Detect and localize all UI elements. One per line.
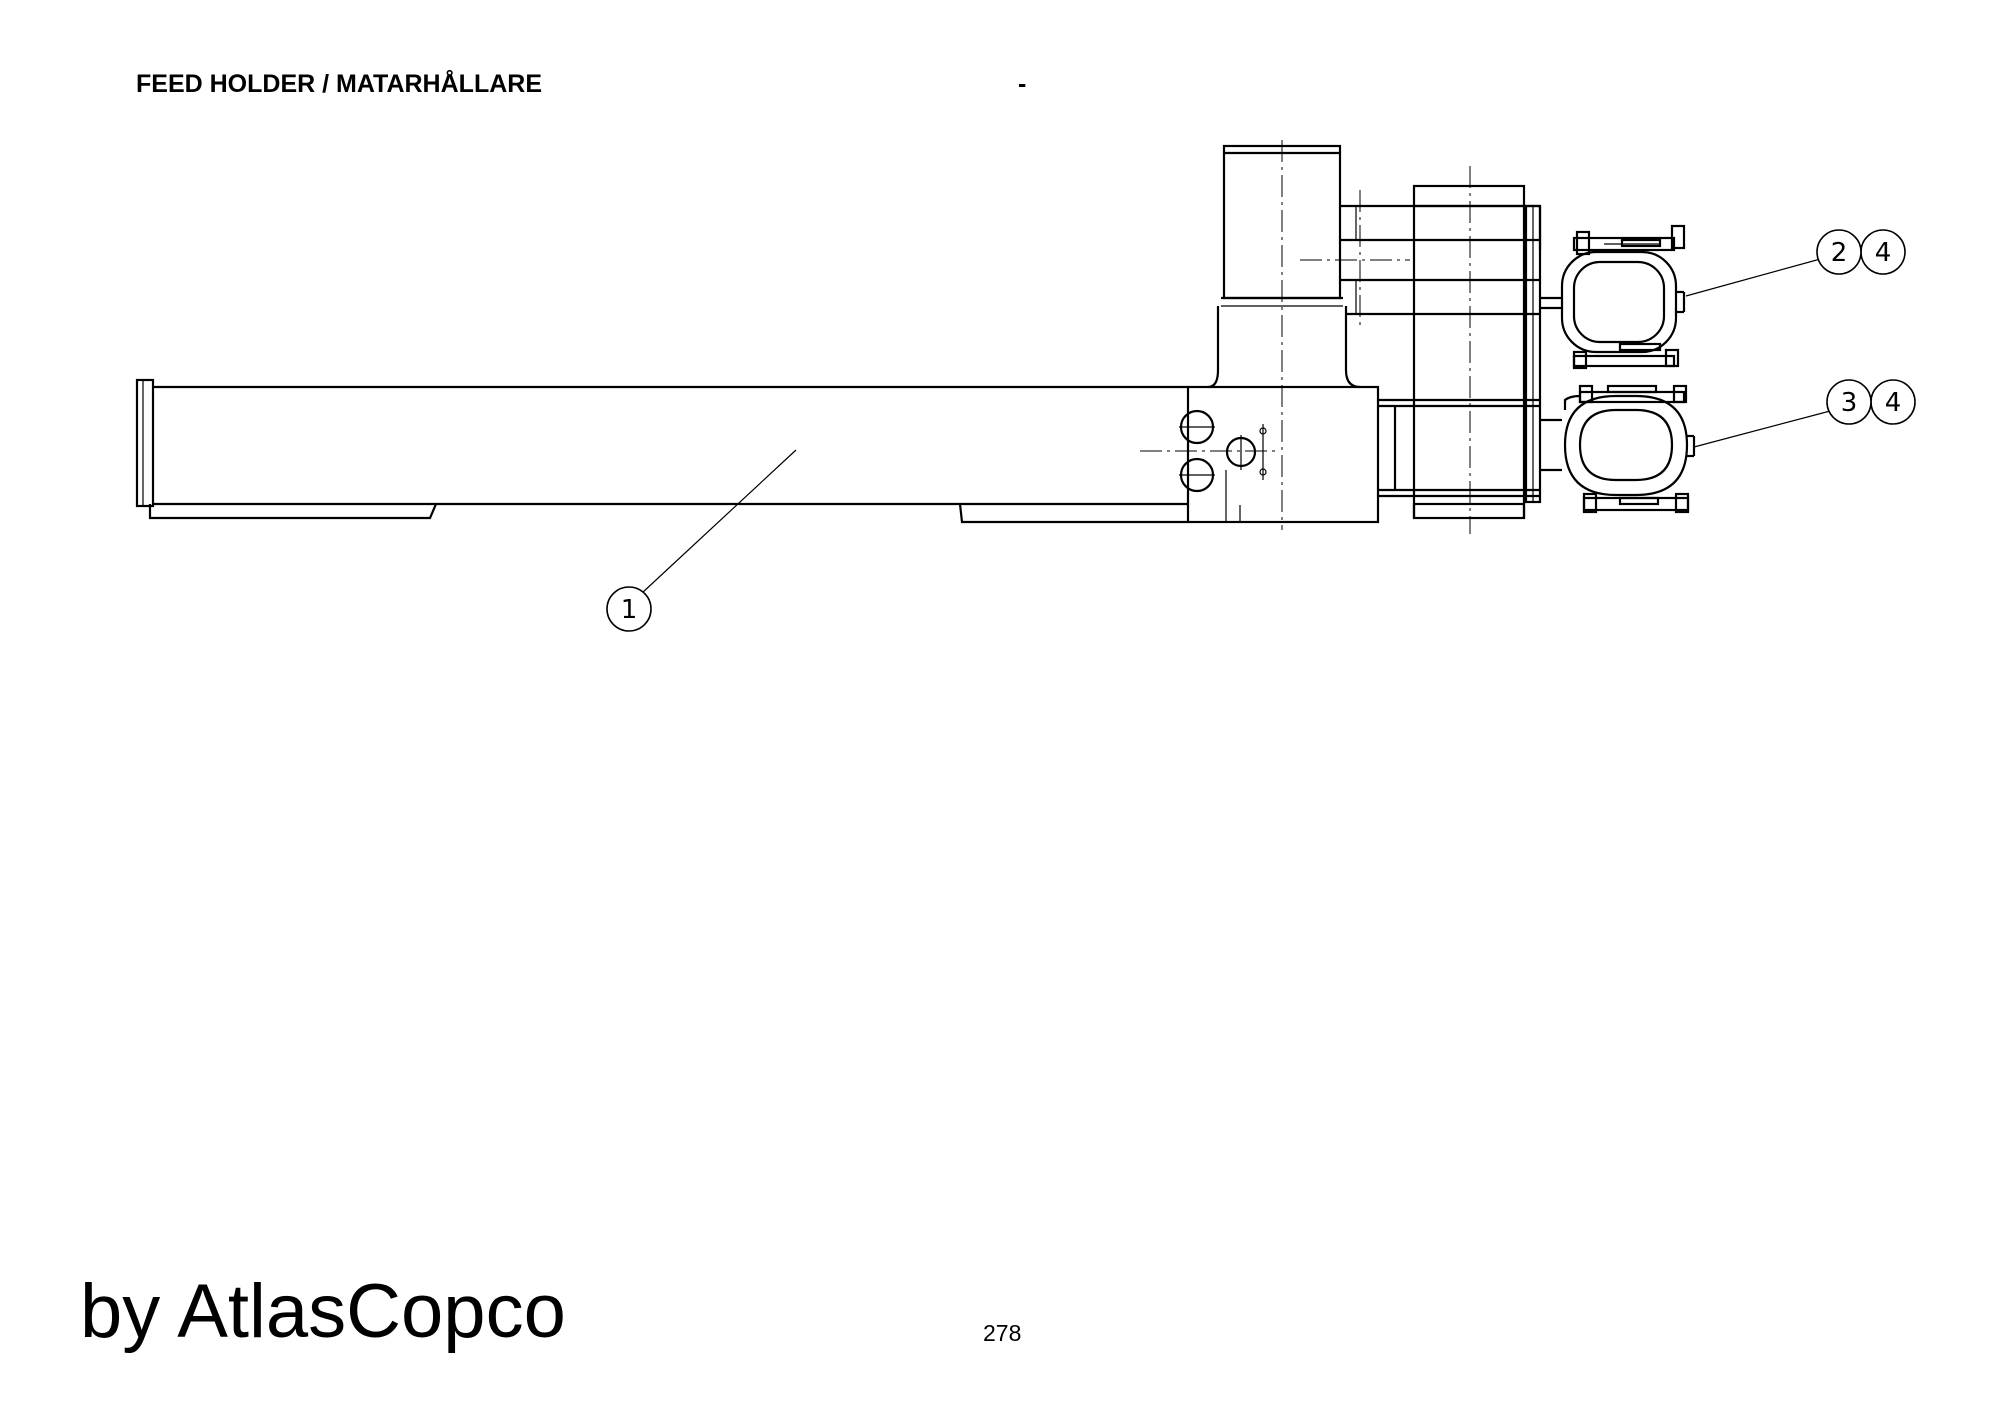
- lower-clamp: [1540, 384, 1696, 514]
- main-beam: [135, 378, 1380, 524]
- callout-4a-label: 4: [1875, 238, 1892, 268]
- vertical-tube: [1207, 140, 1361, 530]
- upper-clamp: [1540, 224, 1686, 370]
- callout-3-4: 3 4: [1826, 379, 1916, 425]
- leader-line-2-4: [1685, 257, 1825, 297]
- leader-line-1: [641, 449, 797, 594]
- mounting-bracket: [1300, 166, 1542, 534]
- brand-footer: by AtlasCopco: [80, 1269, 566, 1354]
- page-title: FEED HOLDER / MATARHÅLLARE: [136, 70, 542, 98]
- callout-2-4: 2 4: [1816, 229, 1906, 275]
- callout-2-label: 2: [1831, 238, 1848, 268]
- leader-line-3-4: [1693, 409, 1835, 448]
- callout-1: 1: [606, 586, 652, 632]
- callout-4b-label: 4: [1885, 388, 1902, 418]
- title-dash: -: [1018, 70, 1027, 98]
- callout-3-label: 3: [1841, 388, 1858, 418]
- page-number: 278: [983, 1320, 1022, 1346]
- callout-1-label: 1: [621, 595, 638, 625]
